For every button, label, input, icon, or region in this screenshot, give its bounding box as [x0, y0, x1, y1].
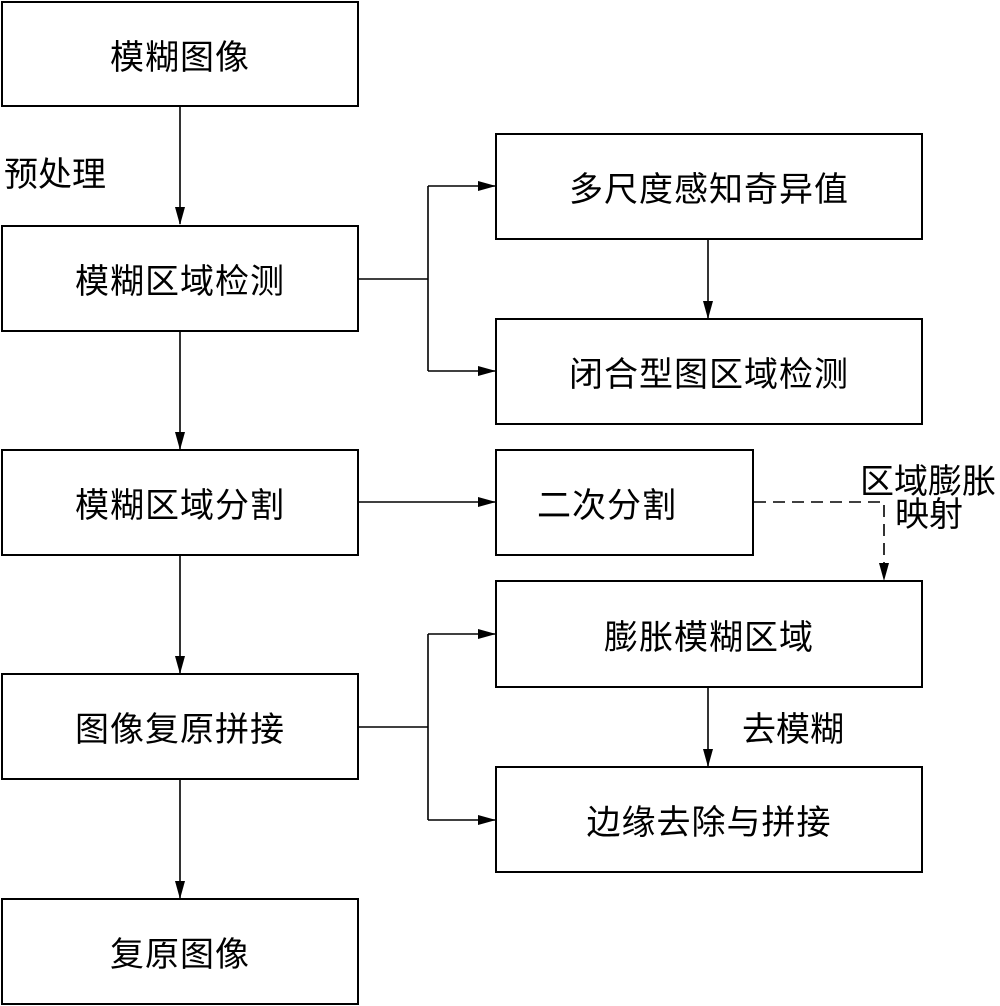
box-restored-image: 复原图像 — [1, 898, 359, 1005]
box-label: 模糊区域检测 — [75, 262, 285, 302]
box-blurred-image: 模糊图像 — [1, 1, 359, 107]
box-label: 模糊图像 — [110, 37, 250, 78]
box-blur-region-segmentation: 模糊区域分割 — [1, 449, 359, 556]
label-deblur: 去模糊 — [742, 710, 844, 750]
box-edge-removal-stitching: 边缘去除与拼接 — [495, 766, 923, 873]
label-preprocessing: 预处理 — [4, 155, 106, 195]
box-closed-region-detection: 闭合型图区域检测 — [495, 318, 923, 425]
box-secondary-segmentation: 二次分割 — [495, 449, 754, 556]
box-label: 膨胀模糊区域 — [604, 617, 814, 658]
label-mapping: 映射 — [895, 495, 963, 535]
box-label: 闭合型图区域检测 — [569, 355, 849, 395]
box-label: 多尺度感知奇异值 — [569, 170, 849, 210]
box-label: 边缘去除与拼接 — [586, 803, 832, 843]
box-multiscale-singular-value: 多尺度感知奇异值 — [495, 133, 923, 240]
dashed-mapping-line — [754, 501, 889, 581]
box-label: 图像复原拼接 — [75, 710, 285, 750]
box-label: 二次分割 — [537, 486, 677, 526]
box-image-restoration-stitching: 图像复原拼接 — [1, 673, 359, 780]
box-blur-region-detection: 模糊区域检测 — [1, 225, 359, 332]
box-label: 复原图像 — [110, 935, 250, 975]
box-dilated-blur-region: 膨胀模糊区域 — [495, 580, 923, 688]
label-region-dilation: 区域膨胀 — [860, 462, 996, 502]
box-label: 模糊区域分割 — [75, 486, 285, 526]
